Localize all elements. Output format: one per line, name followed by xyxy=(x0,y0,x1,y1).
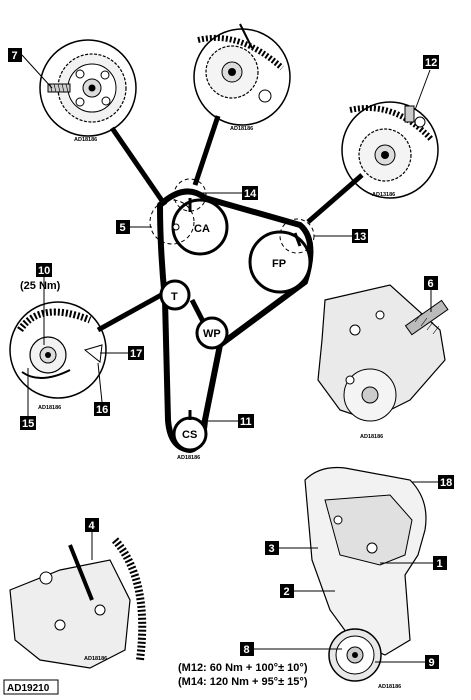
callout-5: 5 xyxy=(116,220,152,234)
figure-id: AD19210 xyxy=(7,683,50,694)
callout-11: 11 xyxy=(200,414,254,428)
inset-code-ca: AD18186 xyxy=(230,126,253,132)
callout-6: 6 xyxy=(424,276,438,312)
timing-cover-assembly xyxy=(304,466,427,682)
leader-inset-7 xyxy=(109,126,168,207)
svg-text:14: 14 xyxy=(244,188,257,200)
pulley-tensioner: T xyxy=(159,279,191,311)
svg-text:6: 6 xyxy=(428,278,434,290)
inset-code-7: AD18186 xyxy=(74,137,97,143)
pulley-cs-label: CS xyxy=(182,429,197,441)
svg-text:3: 3 xyxy=(269,543,275,555)
pulley-camshaft: CA xyxy=(171,198,229,256)
inset-camshaft-locking xyxy=(39,39,137,137)
callout-4: 4 xyxy=(85,518,99,560)
leader-inset-ca xyxy=(192,115,221,186)
pulley-fuel-pump: FP xyxy=(248,230,312,294)
callout-18: 18 xyxy=(412,475,454,489)
inset-code-4: AD18186 xyxy=(84,656,107,662)
svg-text:15: 15 xyxy=(22,418,34,430)
svg-text:1: 1 xyxy=(437,558,443,570)
marker-circle-5 xyxy=(149,199,195,245)
callout-9: 9 xyxy=(375,655,439,669)
callout-13: 13 xyxy=(314,229,368,243)
torque-m12: (M12: 60 Nm + 100°± 10°) xyxy=(178,662,308,674)
svg-text:13: 13 xyxy=(354,231,366,243)
inset-code-tensioner: AD18186 xyxy=(38,405,61,411)
pulley-ca-label: CA xyxy=(194,223,210,235)
inset-fuel-pump-locking xyxy=(341,101,439,199)
callout-10: 10 xyxy=(36,263,52,345)
pulley-fp-label: FP xyxy=(272,258,286,270)
svg-text:11: 11 xyxy=(240,416,252,428)
callout-14: 14 xyxy=(200,186,258,200)
fuel-pump-locking-pin-detail xyxy=(317,284,449,422)
svg-text:9: 9 xyxy=(429,657,435,669)
svg-text:17: 17 xyxy=(130,348,142,360)
pulley-t-label: T xyxy=(171,291,178,303)
callout-15: 15 xyxy=(20,368,36,430)
figure-id-box xyxy=(3,679,59,695)
torque-m14: (M14: 120 Nm + 95°± 15°) xyxy=(178,676,308,688)
pulley-water-pump: WP xyxy=(195,316,229,350)
leader-inset-fp xyxy=(306,173,364,224)
svg-text:4: 4 xyxy=(89,520,96,532)
callout-7: 7 xyxy=(8,48,53,89)
leader-inset-t xyxy=(96,291,165,333)
torque-tensioner: (25 Nm) xyxy=(20,280,61,292)
pulley-crankshaft: CS xyxy=(172,410,208,452)
svg-text:5: 5 xyxy=(120,222,126,234)
svg-text:10: 10 xyxy=(38,265,50,277)
svg-text:7: 7 xyxy=(12,50,18,62)
callout-3: 3 xyxy=(265,541,318,555)
inset-tensioner xyxy=(9,301,107,399)
svg-text:18: 18 xyxy=(440,477,452,489)
marker-circle-14 xyxy=(173,178,207,212)
inset-camshaft-mark xyxy=(193,23,291,126)
svg-text:12: 12 xyxy=(425,57,437,69)
callout-2: 2 xyxy=(280,584,335,598)
flywheel-locking-detail xyxy=(9,537,147,669)
svg-text:16: 16 xyxy=(96,404,108,416)
callout-8: 8 xyxy=(240,642,342,656)
inset-code-9: AD18186 xyxy=(378,684,401,690)
callout-16: 16 xyxy=(94,362,110,416)
pulley-wp-label: WP xyxy=(203,328,221,340)
callout-12: 12 xyxy=(414,55,439,111)
inset-code-fp: AD13186 xyxy=(372,192,395,198)
inset-code-cs: AD18186 xyxy=(177,455,200,461)
callout-1: 1 xyxy=(380,556,447,570)
svg-text:8: 8 xyxy=(244,644,250,656)
svg-text:2: 2 xyxy=(284,586,290,598)
inset-code-6: AD18186 xyxy=(360,434,383,440)
callout-17: 17 xyxy=(100,346,144,360)
